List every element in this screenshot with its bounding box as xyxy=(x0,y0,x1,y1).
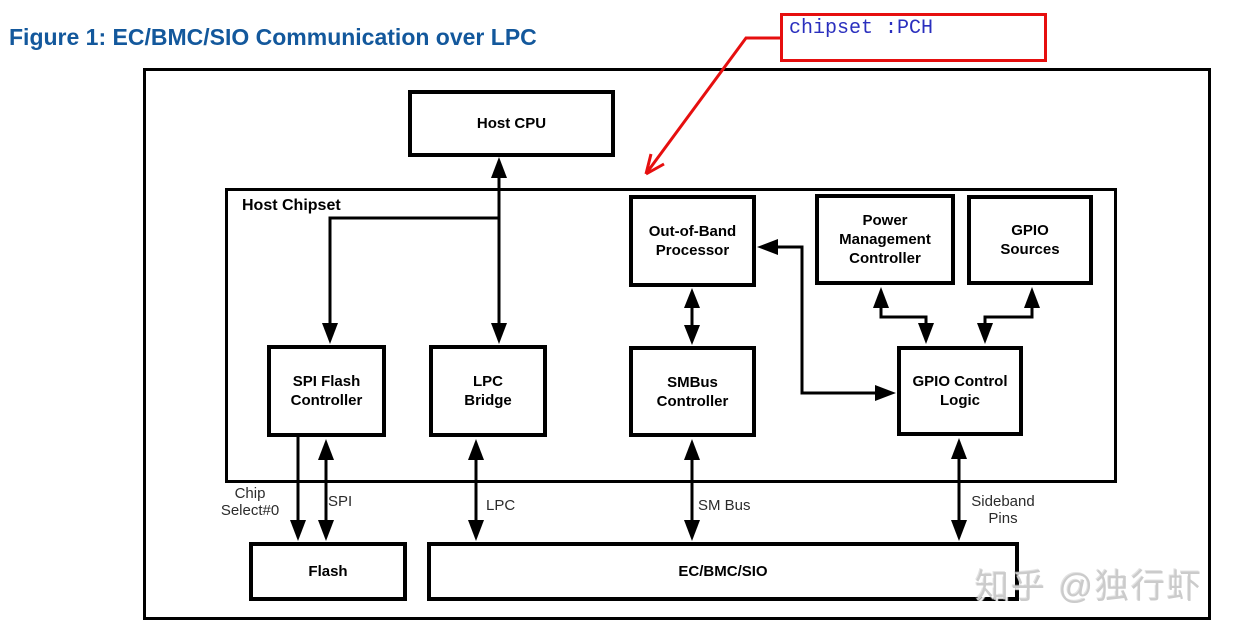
spi-flash-label: SPI Flash Controller xyxy=(290,373,363,409)
annotation-text: chipset :PCH xyxy=(789,17,934,40)
bus-label-spi: SPI xyxy=(328,493,353,510)
gpio-control-label: GPIO Control Logic xyxy=(912,373,1008,409)
block-oob-processor: Out-of-Band Processor xyxy=(629,195,756,287)
block-ec-bmc-sio: EC/BMC/SIO xyxy=(427,542,1019,601)
bus-label-chip-select: Chip Select#0 xyxy=(220,485,280,519)
watermark: 知乎 @独行虾 xyxy=(975,568,1203,606)
flash-label: Flash xyxy=(308,563,348,580)
bus-label-lpc: LPC xyxy=(486,497,516,514)
host-cpu-label: Host CPU xyxy=(476,115,547,132)
figure-title: Figure 1: EC/BMC/SIO Communication over … xyxy=(9,24,537,50)
block-gpio-control-logic: GPIO Control Logic xyxy=(897,346,1023,436)
block-lpc-bridge: LPC Bridge xyxy=(429,345,547,437)
block-smbus-controller: SMBus Controller xyxy=(629,346,756,437)
smbus-controller-label: SMBus Controller xyxy=(656,373,729,410)
bus-label-sideband-pins: Sideband Pins xyxy=(971,493,1035,527)
bus-label-sm-bus: SM Bus xyxy=(698,497,751,514)
block-spi-flash-controller: SPI Flash Controller xyxy=(267,345,386,437)
power-management-label: Power Management Controller xyxy=(839,212,931,267)
block-flash: Flash xyxy=(249,542,407,601)
gpio-sources-label: GPIO Sources xyxy=(1000,222,1060,258)
block-gpio-sources: GPIO Sources xyxy=(967,195,1093,285)
block-host-chipset: Host Chipset xyxy=(225,188,1117,483)
lpc-bridge-label: LPC Bridge xyxy=(464,373,512,409)
block-host-cpu: Host CPU xyxy=(408,90,615,157)
oob-processor-label: Out-of-Band Processor xyxy=(648,223,737,259)
block-power-management-controller: Power Management Controller xyxy=(815,194,955,285)
ec-bmc-sio-label: EC/BMC/SIO xyxy=(678,563,768,580)
annotation-box: chipset :PCH xyxy=(780,13,1047,62)
host-chipset-label: Host Chipset xyxy=(242,197,341,214)
